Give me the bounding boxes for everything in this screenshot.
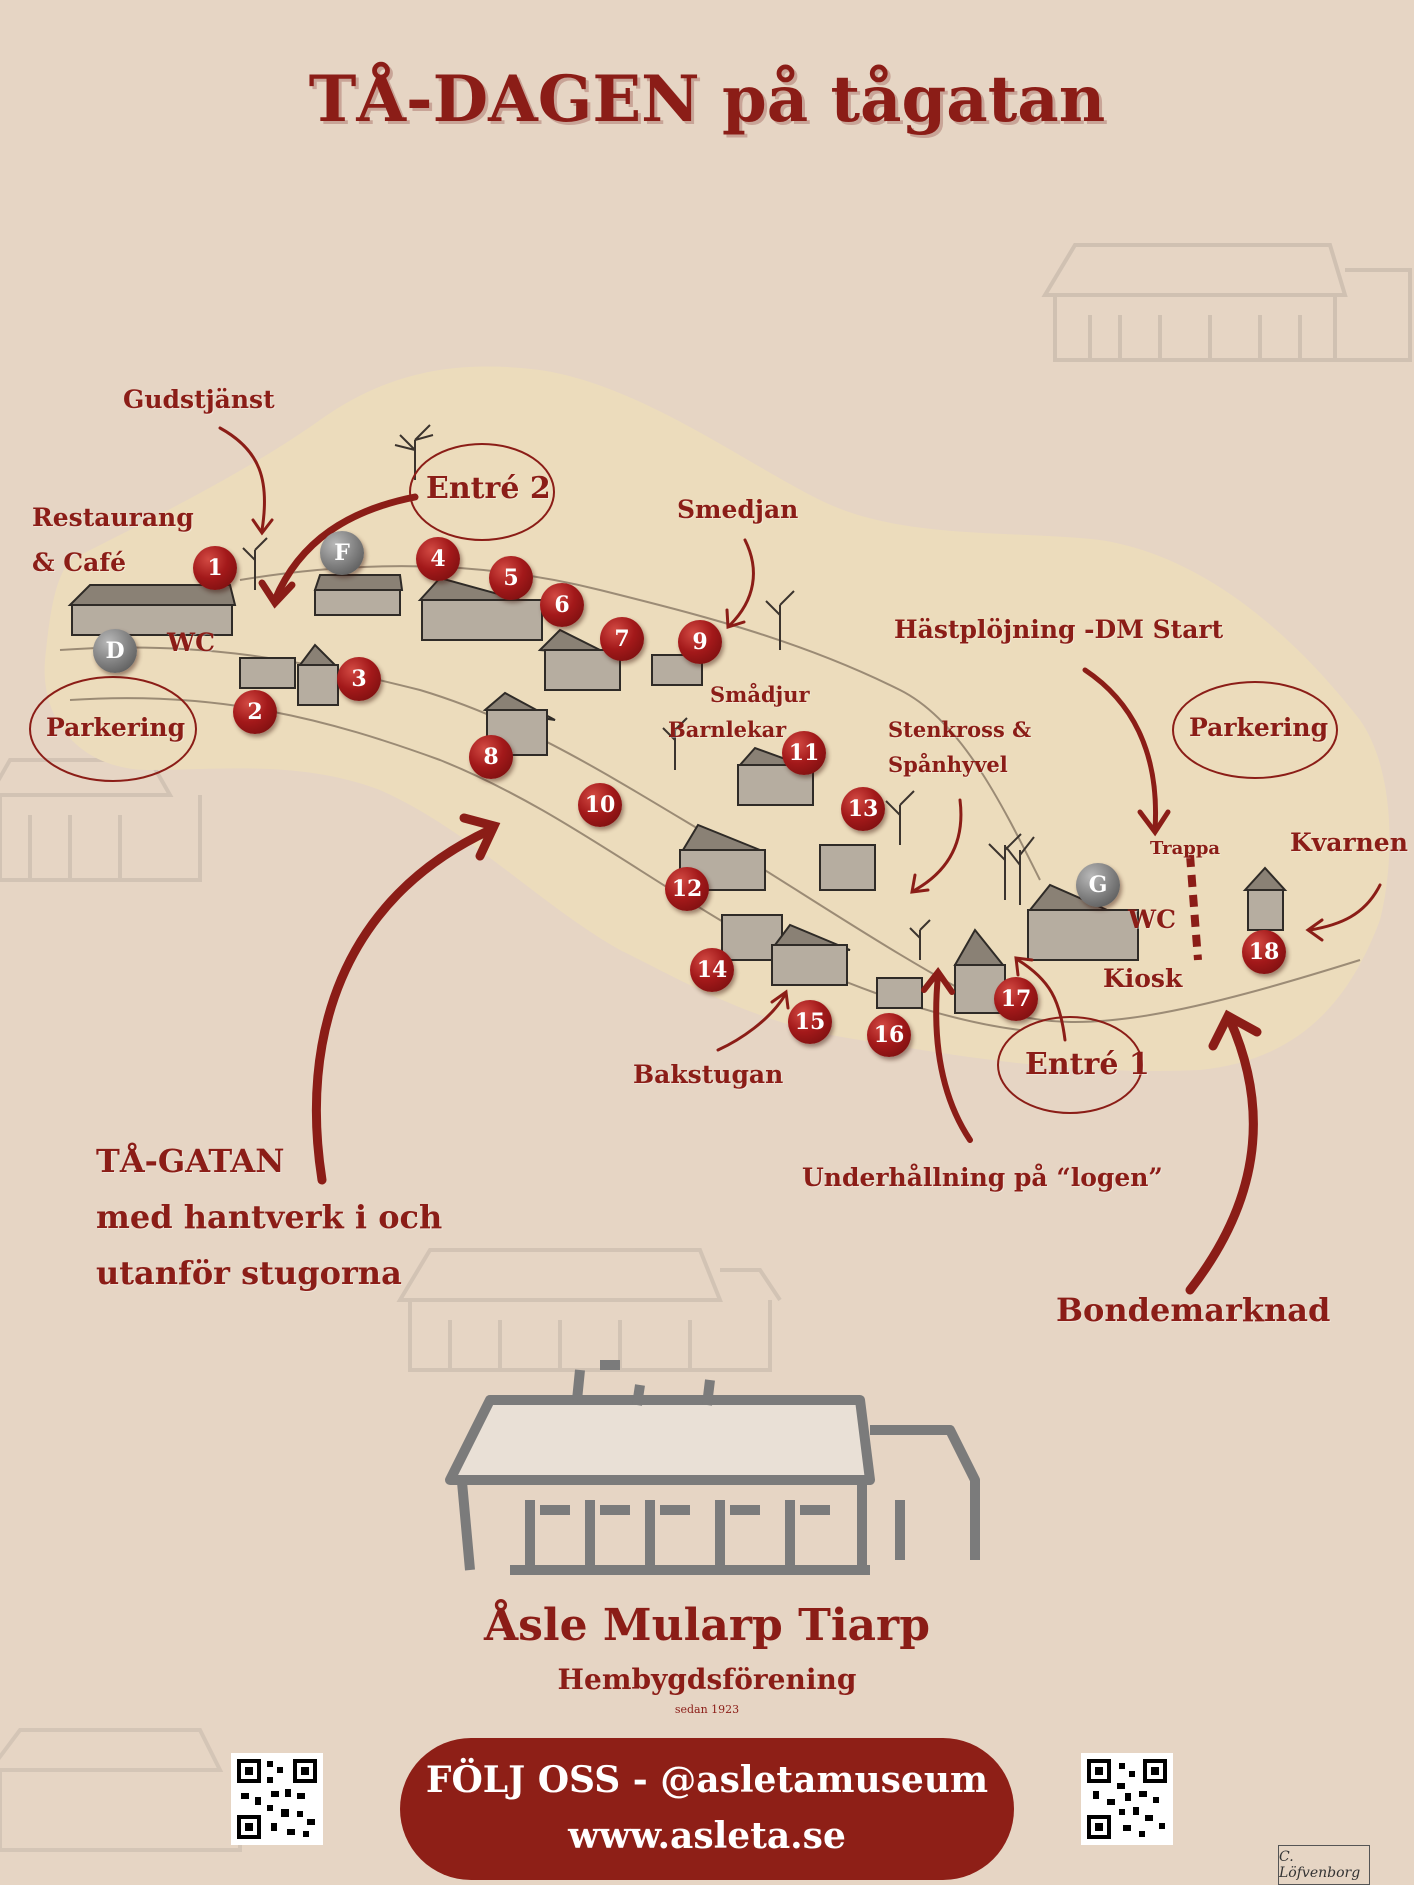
label-stenkross: Stenkross &	[888, 717, 1032, 742]
house-15	[771, 923, 851, 986]
label-gudstjanst: Gudstjänst	[123, 385, 275, 414]
label-smadjur: Smådjur	[710, 682, 810, 707]
marker-3: 3	[337, 657, 381, 701]
map-houses	[67, 574, 1288, 1014]
org-since: sedan 1923	[674, 1703, 740, 1716]
marker-12: 12	[665, 867, 709, 911]
house-f	[313, 574, 404, 616]
label-hastplojning: Hästplöjning -DM Start	[894, 615, 1224, 644]
marker-16: 16	[867, 1013, 911, 1057]
marker-9: 9	[678, 620, 722, 664]
house-16	[876, 977, 923, 1009]
qr-code-left-graphic	[237, 1759, 317, 1839]
marker-14: 14	[690, 948, 734, 992]
marker-7: 7	[600, 617, 644, 661]
marker-1: 1	[193, 546, 237, 590]
house-4-6	[417, 576, 543, 641]
label-kiosk: Kiosk	[1103, 964, 1183, 993]
house-7	[537, 628, 621, 691]
label-entre-1: Entré 1	[1025, 1047, 1150, 1082]
label-barnlekar: Barnlekar	[668, 717, 787, 742]
label-bondemarknad: Bondemarknad	[1056, 1291, 1331, 1329]
label-wc-left: WC	[167, 628, 215, 657]
marker-17: 17	[994, 977, 1038, 1021]
logo-house	[445, 1360, 980, 1575]
marker-8: 8	[469, 735, 513, 779]
faded-house-topright	[1041, 243, 1412, 362]
house-kiosk	[1027, 883, 1139, 961]
label-wc-right: WC	[1128, 905, 1176, 934]
trappa-line	[1186, 854, 1202, 961]
label-tagatan-line2: med hantverk i och	[96, 1198, 443, 1236]
faded-house-middle	[396, 1248, 782, 1372]
label-tagatan-title: TÅ-GATAN	[96, 1142, 285, 1180]
marker-15: 15	[788, 1000, 832, 1044]
marker-5: 5	[489, 556, 533, 600]
follow-website-link[interactable]: www.asleta.se	[568, 1815, 846, 1857]
arrows	[218, 426, 1382, 1295]
marker-2: 2	[233, 690, 277, 734]
label-restaurang: Restaurang	[32, 503, 194, 532]
label-cafe: & Café	[32, 548, 127, 577]
label-trappa: Trappa	[1150, 838, 1221, 859]
artist-signature: C. Löfvenborg	[1278, 1845, 1370, 1885]
label-smedjan: Smedjan	[677, 495, 799, 524]
label-underhallning: Underhållning på “logen”	[802, 1163, 1163, 1192]
marker-f: F	[320, 531, 364, 575]
follow-social-handle[interactable]: FÖLJ OSS - @asletamuseum	[425, 1759, 989, 1801]
qr-code-left[interactable]	[231, 1753, 323, 1845]
qr-code-right-graphic	[1087, 1759, 1167, 1839]
label-ovals	[29, 443, 1338, 1114]
org-type: Hembygdsförening	[557, 1663, 857, 1696]
poster-title: TÅ-DAGEN på tågatan	[308, 62, 1106, 137]
label-tagatan-line3: utanför stugorna	[96, 1254, 402, 1292]
label-kvarnen: Kvarnen	[1290, 828, 1408, 857]
marker-6: 6	[540, 583, 584, 627]
qr-code-right[interactable]	[1081, 1753, 1173, 1845]
marker-11: 11	[782, 731, 826, 775]
org-name: Åsle Mularp Tiarp	[483, 1600, 931, 1651]
marker-10: 10	[578, 783, 622, 827]
house-14	[721, 914, 783, 961]
marker-13: 13	[841, 787, 885, 831]
map-trees	[242, 424, 1035, 960]
label-parkering-left: Parkering	[46, 713, 186, 742]
marker-g: G	[1076, 863, 1120, 907]
label-bakstugan: Bakstugan	[633, 1060, 784, 1089]
label-entre-2: Entré 2	[426, 471, 551, 506]
marker-d: D	[93, 629, 137, 673]
label-parkering-right: Parkering	[1189, 713, 1329, 742]
house-kvarnen	[1242, 866, 1288, 931]
house-13	[819, 844, 876, 891]
house-2	[239, 657, 296, 689]
follow-banner[interactable]: FÖLJ OSS - @asletamuseum www.asleta.se	[400, 1738, 1014, 1880]
marker-18: 18	[1242, 930, 1286, 974]
label-spanhyvel: Spånhyvel	[888, 752, 1008, 777]
house-restaurang	[67, 584, 237, 636]
marker-4: 4	[416, 537, 460, 581]
